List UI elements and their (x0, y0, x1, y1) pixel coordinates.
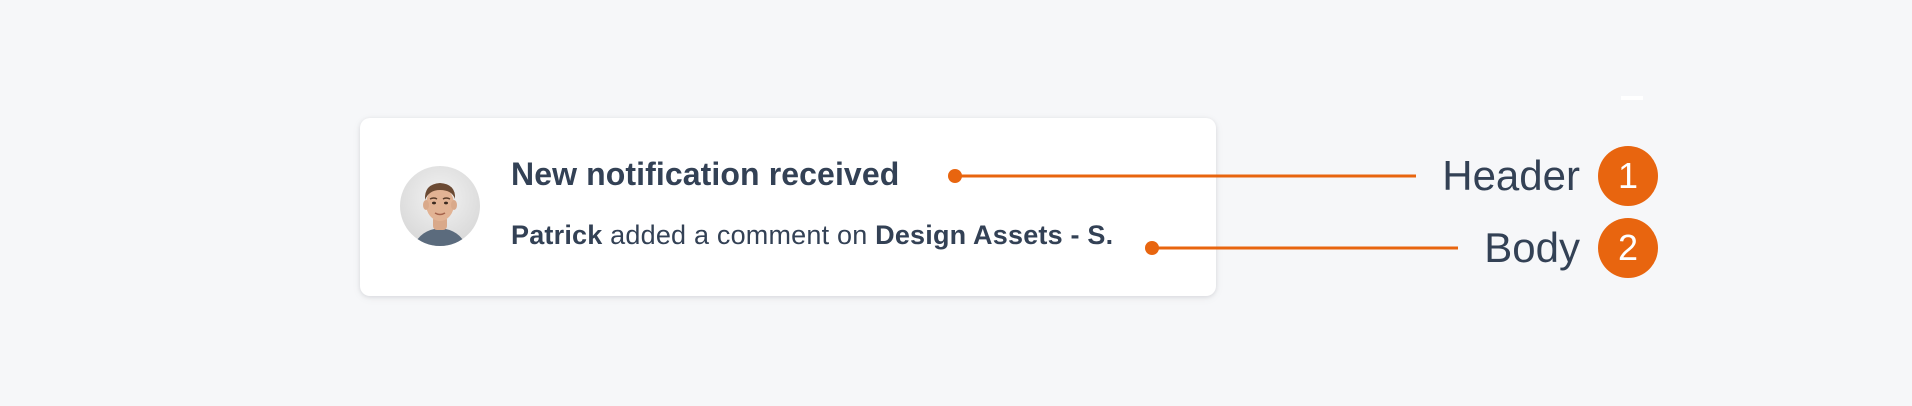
avatar-portrait-icon (400, 166, 480, 246)
annotation-badge-1: 1 (1598, 146, 1658, 206)
notification-card[interactable]: New notification received Patrick added … (360, 118, 1216, 296)
avatar (400, 166, 480, 246)
annotation-badge-2: 2 (1598, 218, 1658, 278)
annotation-label-header: Header (1442, 152, 1580, 199)
notification-actor: Patrick (511, 220, 603, 250)
decorative-dash (1621, 96, 1643, 100)
notification-target: Design Assets - S. (875, 220, 1114, 250)
annotation-label-body: Body (1484, 224, 1580, 271)
notification-header: New notification received (511, 156, 900, 192)
notification-body: Patrick added a comment on Design Assets… (511, 220, 1113, 251)
notification-action: added a comment on (610, 220, 868, 250)
